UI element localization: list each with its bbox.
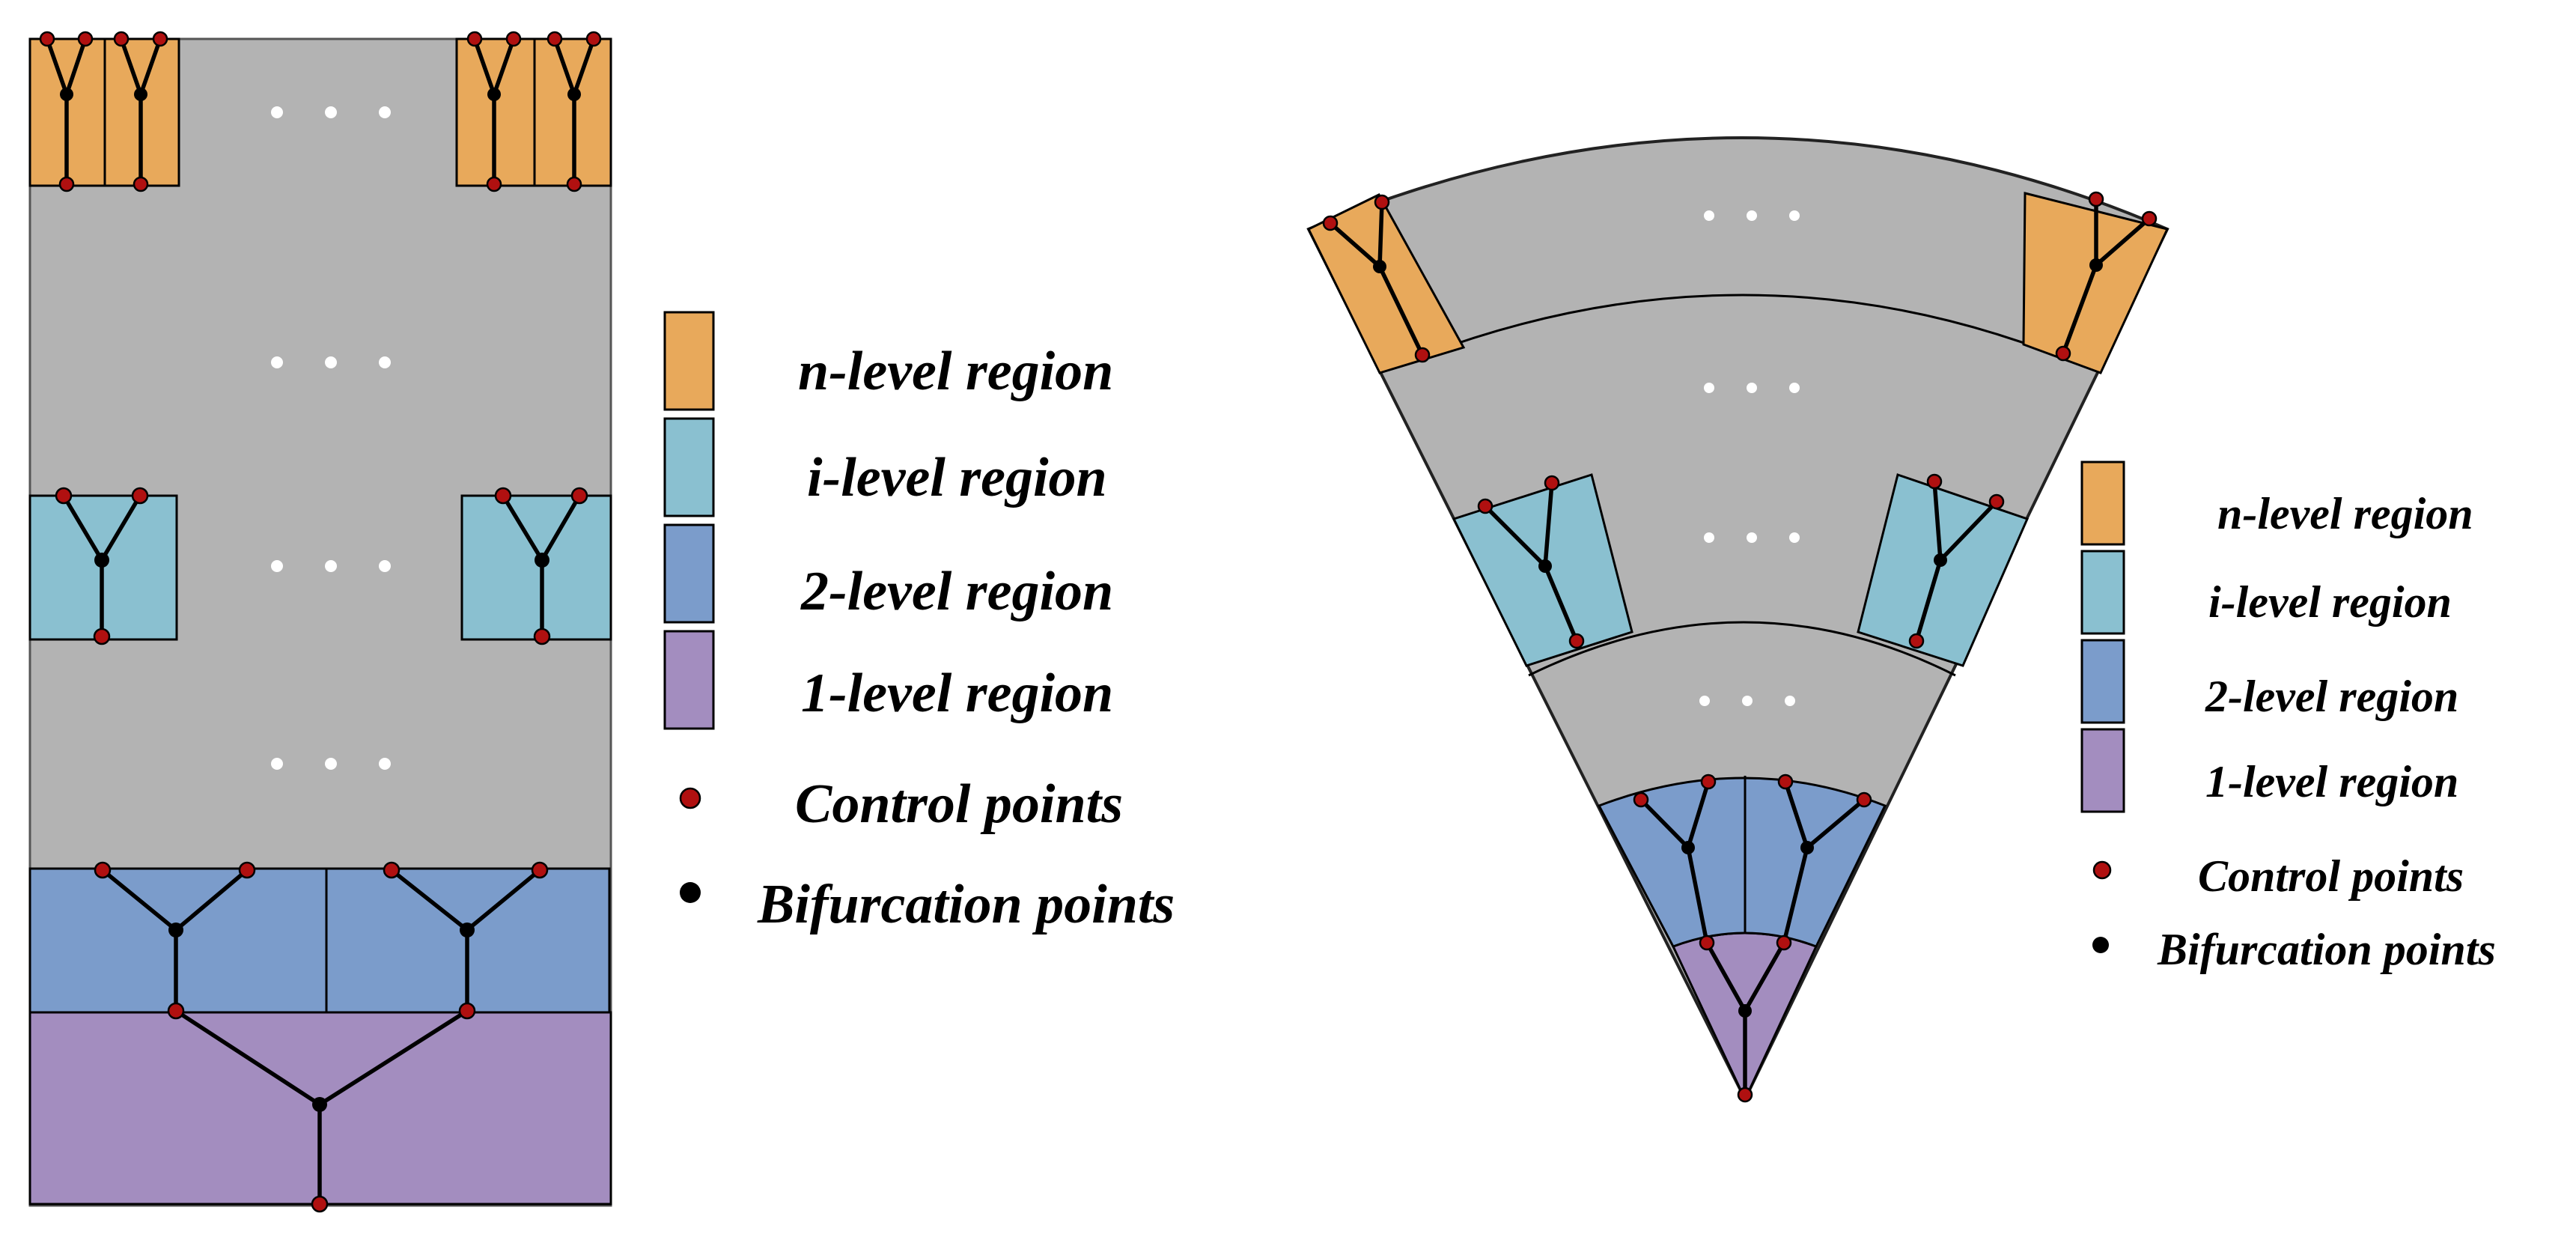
legend-label-2-level: 2-level region xyxy=(800,561,1113,622)
sector-diagram xyxy=(1306,136,2169,1103)
sector-ellipsis-dots xyxy=(1699,210,1800,706)
legend-right-label-n-level: n-level region xyxy=(2217,489,2473,538)
sector-i-level-region xyxy=(1452,473,2030,667)
legend-swatch-2-level xyxy=(663,523,715,624)
rect-2-level-region xyxy=(28,861,611,1020)
legend-right-label-i-level: i-level region xyxy=(2208,577,2452,627)
rect-n-level-region xyxy=(28,31,612,192)
legend-label-i-level: i-level region xyxy=(807,447,1107,508)
legend-right-swatch-i-level xyxy=(2080,550,2125,635)
legend-swatch-1-level xyxy=(663,630,715,730)
legend-label-n-level: n-level region xyxy=(798,341,1113,402)
sector-2-level-region xyxy=(1597,774,1887,951)
rect-i-level-region xyxy=(28,487,612,645)
legend-right-label-bifurcation-points: Bifurcation points xyxy=(2157,925,2496,974)
legend-right-bifurcation-point-marker xyxy=(2092,937,2109,953)
legend-label-control-points: Control points xyxy=(795,774,1123,835)
sector-gray-background xyxy=(1306,136,2169,1103)
legend-right-label-control-points: Control points xyxy=(2198,851,2464,901)
sector-1-level-region xyxy=(1671,931,1818,1103)
legend-control-point-marker xyxy=(679,787,701,809)
legend-left: n-level region i-level region 2-level re… xyxy=(663,311,1175,935)
rect-1-level-region xyxy=(28,1009,612,1213)
legend-right-swatch-n-level xyxy=(2080,461,2125,546)
rect-ellipsis-dots xyxy=(271,106,391,770)
legend-swatch-i-level xyxy=(663,417,715,517)
legend-right-label-2-level: 2-level region xyxy=(2205,672,2458,721)
legend-right: n-level region i-level region 2-level re… xyxy=(2080,461,2496,974)
legend-label-1-level: 1-level region xyxy=(801,663,1113,724)
legend-right-swatch-2-level xyxy=(2080,639,2125,724)
legend-label-bifurcation-points: Bifurcation points xyxy=(757,874,1175,935)
legend-right-control-point-marker xyxy=(2092,860,2112,880)
legend-swatch-n-level xyxy=(663,311,715,411)
rectangular-diagram xyxy=(28,31,612,1213)
legend-bifurcation-point-marker xyxy=(680,882,701,903)
legend-right-label-1-level: 1-level region xyxy=(2205,757,2458,806)
sector-n-level-region xyxy=(1306,191,2169,374)
legend-right-swatch-1-level xyxy=(2080,728,2125,813)
